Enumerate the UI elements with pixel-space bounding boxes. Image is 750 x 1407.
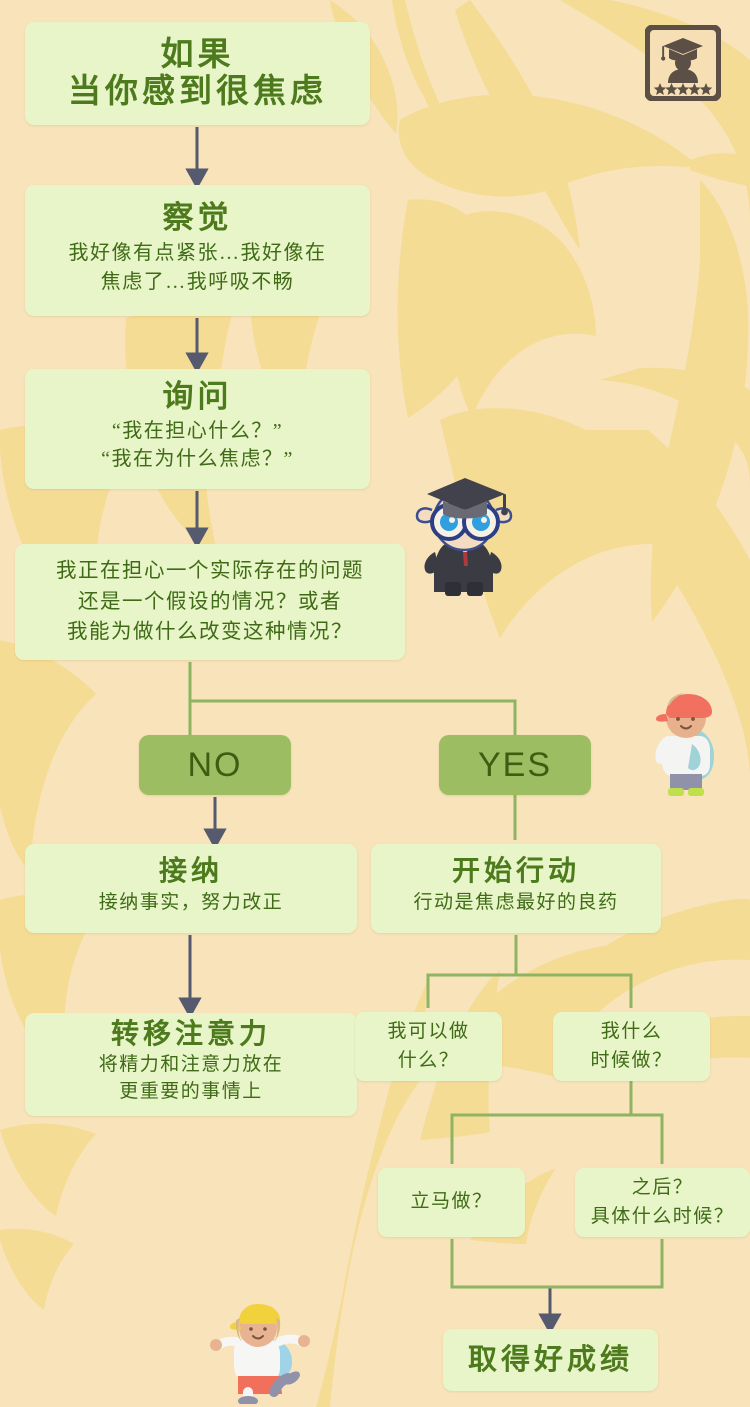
graduate-badge (644, 24, 722, 102)
node-ask-title: 询问 (162, 379, 233, 415)
node-when-line1: 我什么 (600, 1021, 663, 1042)
node-later-line2: 具体什么时候？ (590, 1205, 735, 1227)
node-ask: 询问 “我在担心什么？” “我在为什么焦虑？” (25, 369, 370, 489)
node-when-do-i-do-it: 我什么 时候做？ (553, 1012, 710, 1081)
node-accept-title: 接纳 (158, 856, 223, 888)
node-aware-title: 察觉 (162, 199, 233, 235)
node-start-title-line2: 当你感到很焦虑 (68, 73, 327, 110)
node-later-line1: 之后？ (631, 1177, 694, 1198)
boy-with-backpack-mascot (648, 688, 726, 800)
node-shift-attention-title: 转移注意力 (110, 1018, 271, 1050)
node-decision-line3: 我能为做什么改变这种情况？ (67, 621, 353, 644)
node-accept: 接纳 接纳事实，努力改正 (25, 844, 357, 933)
node-result: 取得好成绩 (443, 1329, 658, 1391)
node-what-line1: 我可以做 (387, 1021, 470, 1042)
node-start: 如果 当你感到很焦虑 (25, 22, 370, 125)
node-aware-line2: 焦虑了…我呼吸不畅 (100, 270, 295, 293)
node-take-action-title: 开始行动 (451, 856, 580, 888)
node-now-line1: 立马做？ (410, 1191, 493, 1213)
node-decision-line2: 还是一个假设的情况？或者 (78, 590, 342, 613)
node-what-can-i-do: 我可以做 什么？ (355, 1012, 502, 1081)
node-ask-line1: “我在担心什么？” (111, 419, 284, 442)
node-do-it-later: 之后？ 具体什么时候？ (575, 1168, 750, 1237)
graduate-glasses-mascot (405, 470, 525, 598)
node-result-title: 取得好成绩 (467, 1343, 633, 1376)
graduate-cap-person-icon (644, 24, 722, 102)
graduate-with-glasses-icon (415, 478, 513, 596)
decision-chip-no[interactable]: NO (139, 735, 291, 795)
node-shift-attention-line2: 更重要的事情上 (119, 1081, 263, 1103)
node-do-it-now: 立马做？ (378, 1168, 525, 1237)
node-take-action: 开始行动 行动是焦虑最好的良药 (371, 844, 661, 933)
node-aware-line1: 我好像有点紧张…我好像在 (68, 242, 327, 265)
kid-yellow-cap-running-icon (210, 1304, 310, 1406)
decision-chip-yes[interactable]: YES (439, 735, 591, 795)
boy-red-cap-backpack-icon (655, 693, 714, 796)
node-shift-attention: 转移注意力 将精力和注意力放在 更重要的事情上 (25, 1013, 357, 1116)
node-what-line2: 什么？ (397, 1049, 460, 1071)
node-start-title-line1: 如果 (160, 36, 235, 73)
node-ask-line2: “我在为什么焦虑？” (101, 448, 294, 471)
node-decision-line1: 我正在担心一个实际存在的问题 (56, 559, 364, 582)
node-aware: 察觉 我好像有点紧张…我好像在 焦虑了…我呼吸不畅 (25, 185, 370, 316)
running-kid-mascot (208, 1300, 314, 1406)
node-shift-attention-line1: 将精力和注意力放在 (98, 1054, 284, 1076)
node-accept-line1: 接纳事实，努力改正 (98, 891, 284, 913)
node-decision-question: 我正在担心一个实际存在的问题 还是一个假设的情况？或者 我能为做什么改变这种情况… (15, 544, 405, 660)
node-take-action-line1: 行动是焦虑最好的良药 (413, 891, 619, 913)
node-when-line2: 时候做？ (590, 1049, 673, 1071)
